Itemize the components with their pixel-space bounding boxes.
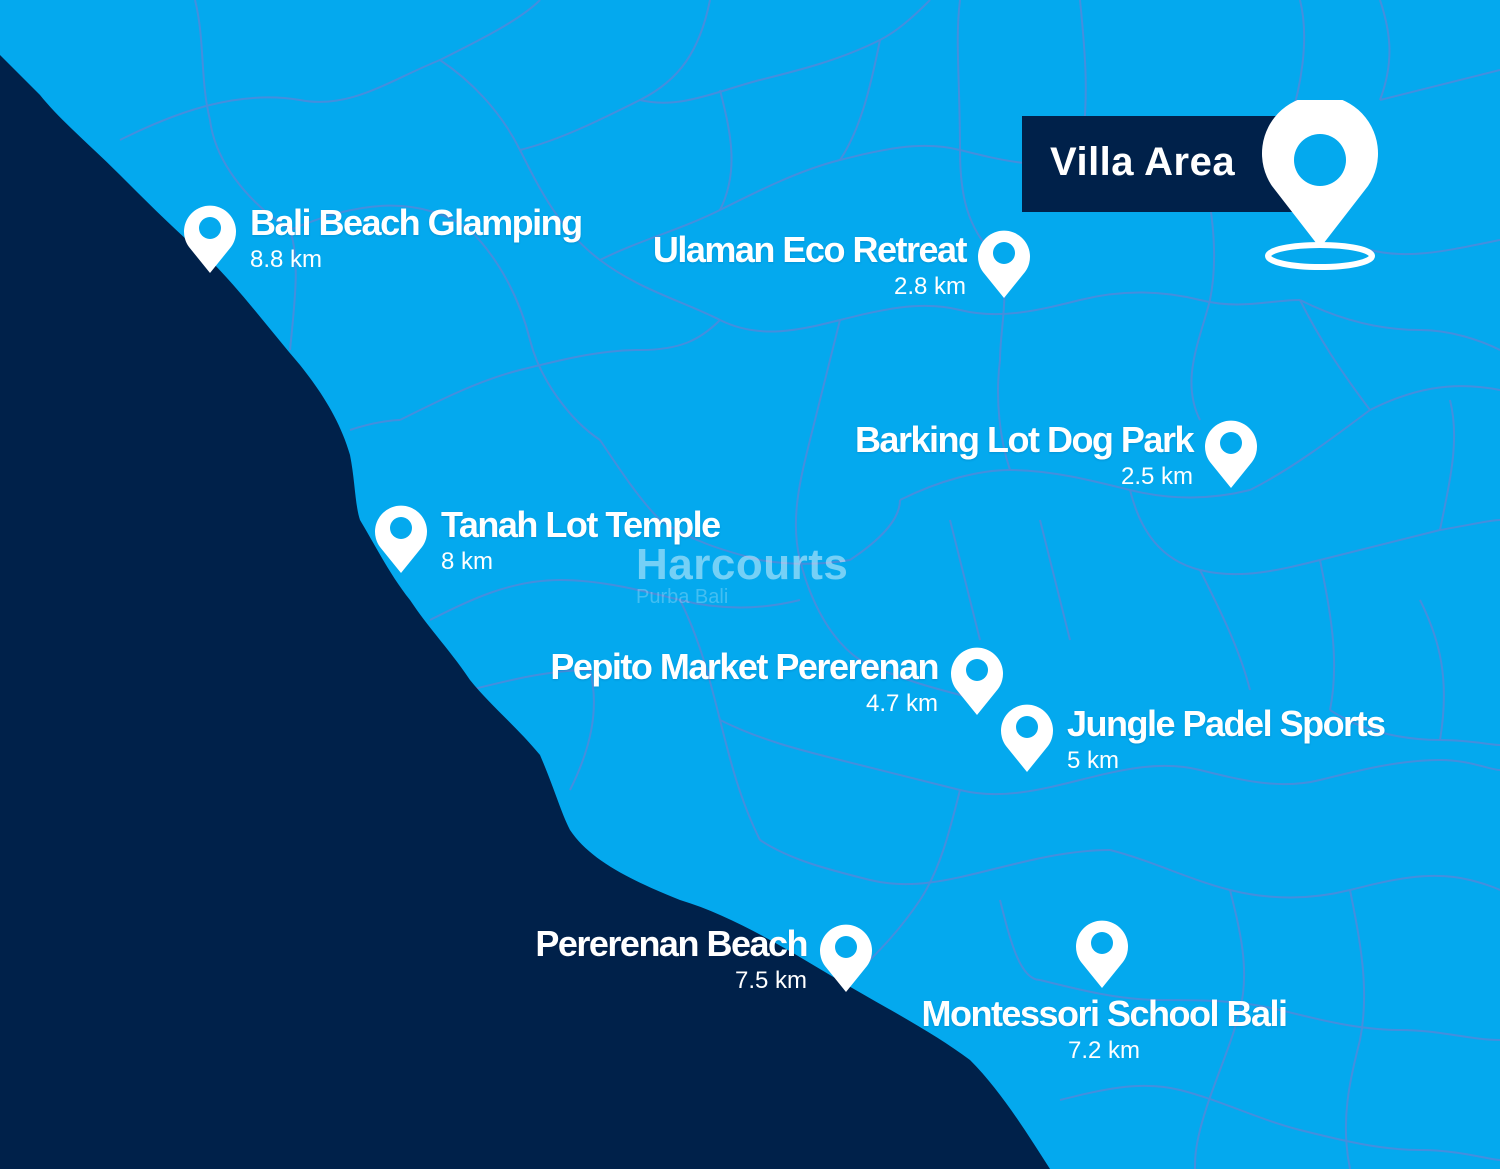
place-name: Bali Beach Glamping (250, 202, 583, 243)
villa-area-text: Villa Area (1050, 140, 1236, 184)
place-distance: 2.8 km (893, 273, 966, 300)
map-pin-icon[interactable] (949, 645, 1005, 717)
map-pin-icon[interactable] (976, 228, 1032, 300)
place-label-montessori-school-bali[interactable]: Montessori School Bali 7.2 km (904, 994, 1304, 1066)
place-distance: 8 km (441, 548, 494, 575)
map-pin-icon[interactable] (373, 503, 429, 575)
watermark-title: Harcourts (636, 540, 849, 589)
map-pin-icon[interactable] (999, 702, 1055, 774)
map-pin-icon[interactable] (1258, 100, 1382, 276)
place-distance: 2.5 km (1120, 463, 1193, 490)
place-distance: 7.5 km (734, 967, 807, 994)
place-name: Pepito Market Pererenan (550, 646, 939, 687)
place-label-jungle-padel-sports[interactable]: Jungle Padel Sports 5 km (1067, 703, 1386, 776)
place-name: Jungle Padel Sports (1067, 703, 1386, 744)
place-label-bali-beach-glamping[interactable]: Bali Beach Glamping 8.8 km (250, 202, 583, 275)
villa-area-label[interactable]: Villa Area (1022, 116, 1292, 212)
map-pin-icon[interactable] (182, 203, 238, 275)
place-distance: 4.7 km (865, 690, 938, 717)
place-distance: 8.8 km (250, 246, 323, 273)
place-distance: 5 km (1067, 747, 1120, 774)
place-label-pererenan-beach[interactable]: Pererenan Beach 7.5 km (535, 923, 808, 996)
place-name: Tanah Lot Temple (441, 504, 721, 545)
map-pin-icon[interactable] (818, 922, 874, 994)
place-name: Ulaman Eco Retreat (652, 229, 968, 270)
place-label-ulaman-eco-retreat[interactable]: Ulaman Eco Retreat 2.8 km (652, 229, 968, 302)
place-name: Pererenan Beach (535, 923, 808, 964)
place-label-tanah-lot-temple[interactable]: Tanah Lot Temple 8 km (441, 504, 721, 577)
sea-area (0, 55, 1050, 1169)
place-label-pepito-market-pererenan[interactable]: Pepito Market Pererenan 4.7 km (550, 646, 939, 719)
place-label-barking-lot-dog-park[interactable]: Barking Lot Dog Park 2.5 km (854, 419, 1195, 492)
watermark-logo: Harcourts Purba Bali (636, 540, 848, 609)
place-distance: 7.2 km (1067, 1037, 1141, 1064)
map-pin-icon[interactable] (1074, 918, 1130, 990)
place-name: Barking Lot Dog Park (854, 419, 1195, 460)
place-name: Montessori School Bali (921, 993, 1288, 1034)
map-pin-icon[interactable] (1203, 418, 1259, 490)
watermark-subtitle: Purba Bali (636, 586, 729, 608)
